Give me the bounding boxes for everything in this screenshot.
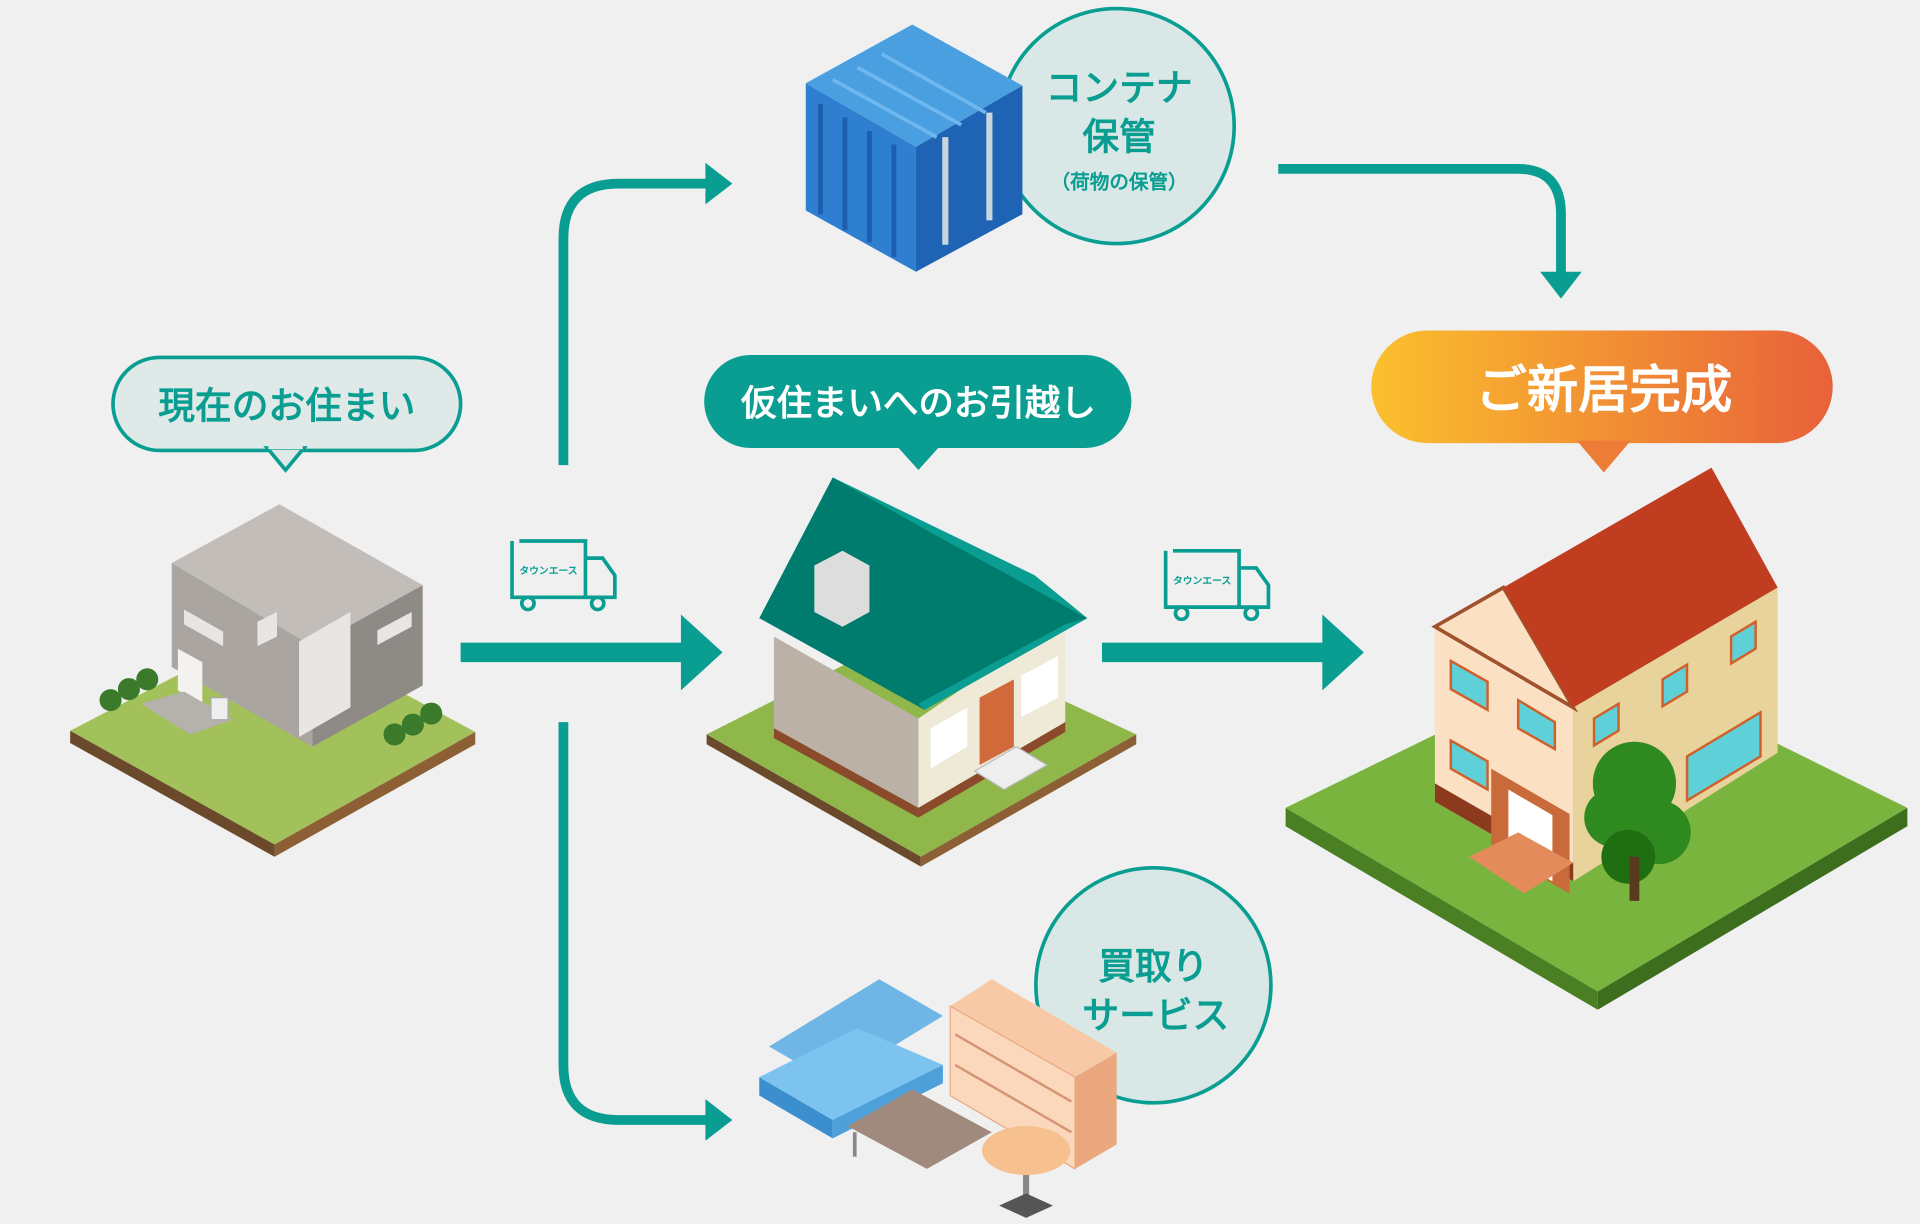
furniture-illustration xyxy=(759,979,1117,1218)
buyback-label-line1: 買取り xyxy=(1098,945,1208,988)
container-note: （荷物の保管） xyxy=(1051,170,1188,193)
flow-arrows xyxy=(460,164,1566,1125)
truck-brand-label: タウンエース xyxy=(519,565,577,577)
truck-icon: タウンエース xyxy=(510,539,617,612)
current-home-label: 現在のお住まい xyxy=(158,385,415,428)
tree xyxy=(1584,741,1691,884)
new-house-illustration xyxy=(1285,467,1908,1010)
container-storage-circle: コンテナ 保管 （荷物の保管） xyxy=(997,6,1237,246)
container-illustration xyxy=(805,24,1023,272)
truck-brand-label: タウンエース xyxy=(1173,575,1231,587)
arrow-branch-up xyxy=(558,178,711,466)
container-label-line2: 保管 xyxy=(1082,115,1155,158)
temporary-move-label: 仮住まいへのお引越し xyxy=(740,383,1096,424)
arrow-branch-down xyxy=(558,722,711,1125)
arrow-container-to-new xyxy=(1278,164,1566,276)
temporary-move-bubble: 仮住まいへのお引越し xyxy=(704,354,1132,471)
temporary-house-illustration xyxy=(706,477,1137,867)
truck-icon: タウンエース xyxy=(1163,548,1271,622)
current-home-bubble: 現在のお住まい xyxy=(111,355,463,473)
container-label-line1: コンテナ xyxy=(1046,66,1193,109)
buyback-label-line2: サービス xyxy=(1082,994,1229,1037)
new-home-label: ご新居完成 xyxy=(1475,361,1732,421)
new-home-bubble: ご新居完成 xyxy=(1371,330,1833,473)
current-house-illustration xyxy=(70,504,476,857)
arrow-heads xyxy=(680,162,1582,1141)
